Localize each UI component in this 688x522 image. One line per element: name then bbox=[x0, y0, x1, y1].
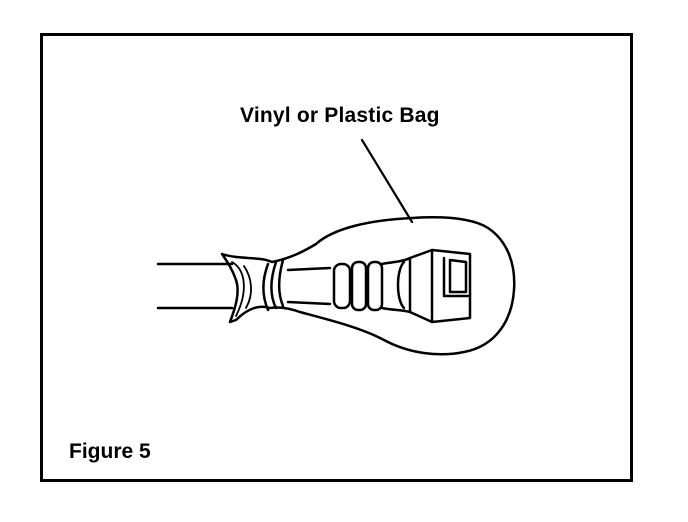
callout-leader-line bbox=[360, 138, 414, 224]
hose-fitting bbox=[286, 248, 472, 324]
bag-creases bbox=[231, 261, 252, 317]
bag-tie-band bbox=[262, 258, 285, 312]
figure-frame bbox=[40, 33, 633, 482]
bag-outline bbox=[220, 216, 516, 356]
bag-callout-label: Vinyl or Plastic Bag bbox=[240, 104, 440, 127]
figure-caption: Figure 5 bbox=[69, 440, 151, 463]
hose-pipe bbox=[156, 262, 234, 310]
